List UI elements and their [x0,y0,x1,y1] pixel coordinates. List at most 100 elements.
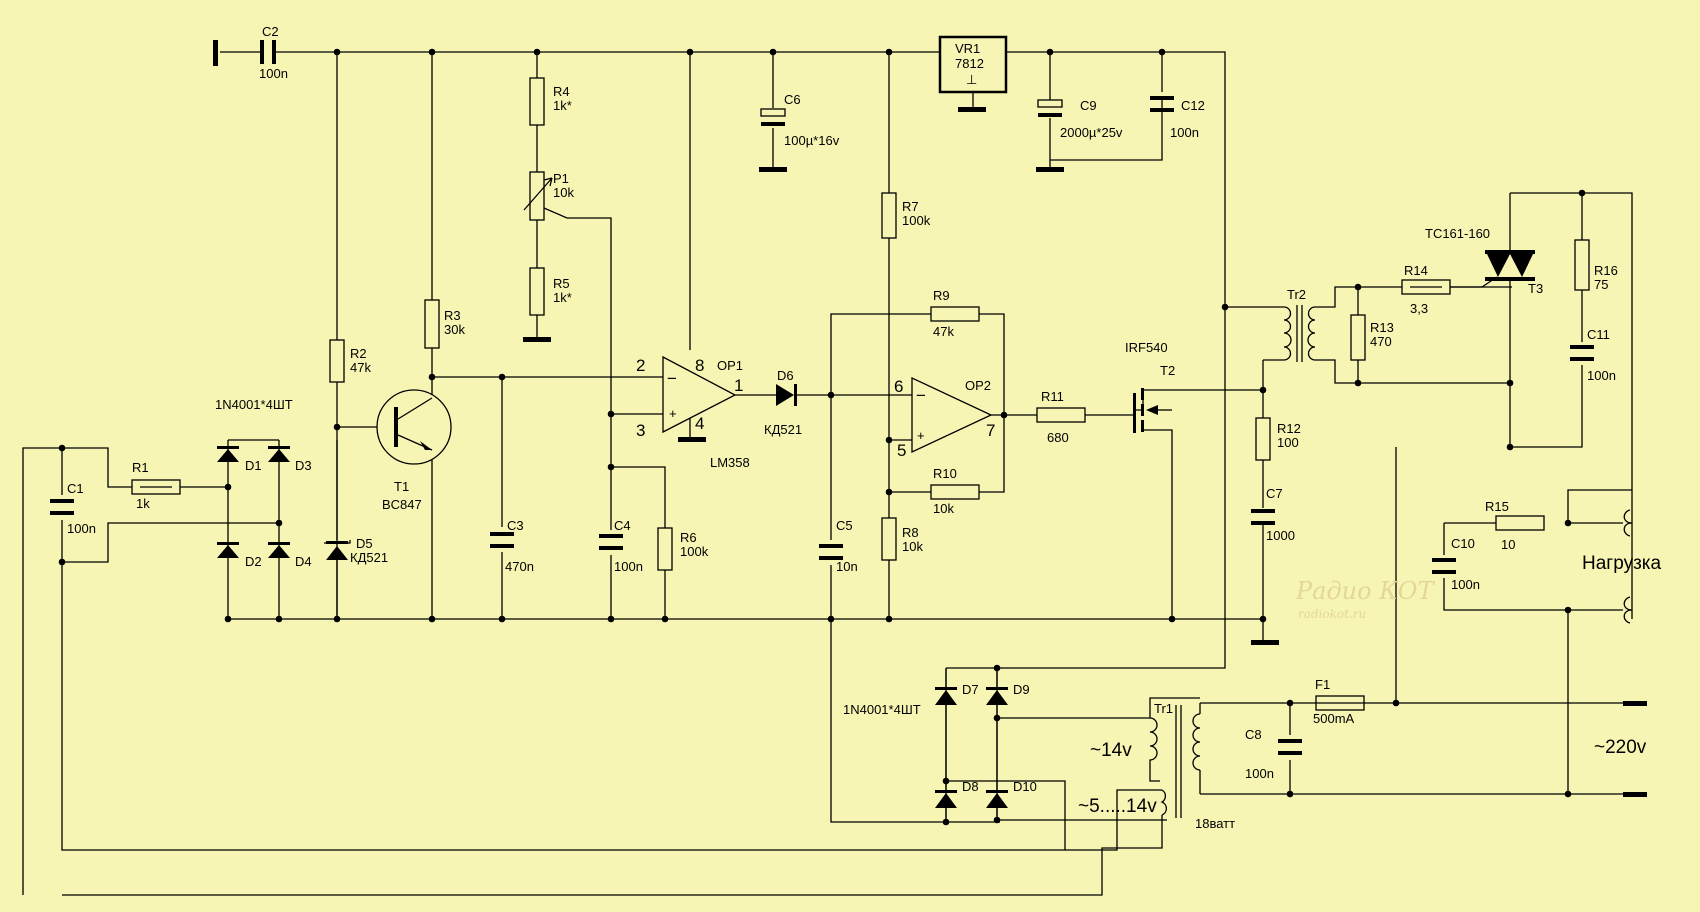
label-r3: R3 [444,308,461,323]
label-r2: R2 [350,346,367,361]
label-t2: T2 [1160,363,1175,378]
label-d5: D5 [356,536,373,551]
resistor-r8 [881,517,897,561]
value-c6: 100µ*16v [784,133,840,148]
label-bridge1: 1N4001*4ШТ [215,397,293,412]
value-r15: 10 [1501,537,1515,552]
resistor-r16 [1574,239,1590,291]
label-c2: C2 [262,24,279,39]
label-r7: R7 [902,199,919,214]
label-c6: C6 [784,92,801,107]
capacitor-c4 [599,534,623,550]
label-vr1: VR1 [955,41,980,56]
label-mains: ~220v [1594,737,1647,758]
label-bridge2: 1N4001*4ШТ [843,702,921,717]
value-c10: 100n [1451,577,1480,592]
regulator-vr1 [938,35,1008,107]
label-c3: C3 [507,518,524,533]
label-r5: R5 [553,276,570,291]
op1-minus: − [667,369,677,388]
label-tr2: Tr2 [1287,287,1306,302]
value-r4: 1k* [553,98,572,113]
value-c12: 100n [1170,125,1199,140]
pin-5: 5 [897,441,906,460]
diodes [217,384,1008,822]
label-r9: R9 [933,288,950,303]
label-d10: D10 [1013,779,1037,794]
capacitor-c2 [260,40,276,64]
label-r13: R13 [1370,320,1394,335]
value-r10: 10k [933,501,954,516]
resistor-r9 [930,306,980,322]
labels: C2 100n VR1 7812 ⊥ C6 100µ*16v C9 2000µ*… [67,24,1662,831]
capacitor-c7 [1251,509,1275,525]
value-c2: 100n [259,66,288,81]
opamp-op2 [911,376,993,454]
label-r15: R15 [1485,499,1509,514]
transformer-tr2 [1283,305,1316,362]
value-c7: 1000 [1266,528,1295,543]
capacitor-c3 [490,532,514,548]
label-c1: C1 [67,481,84,496]
label-c8: C8 [1245,727,1262,742]
label-t1: T1 [394,479,409,494]
capacitor-c11 [1570,345,1594,361]
label-d8: D8 [962,779,979,794]
ground-bars [213,40,1647,797]
label-r4: R4 [553,84,570,99]
resistor-r11 [1036,407,1086,423]
label-c9: C9 [1080,98,1097,113]
mosfet-t2 [1133,388,1172,433]
value-r14: 3,3 [1410,301,1428,316]
pin-4: 4 [695,414,704,433]
resistor-r4 [529,77,545,126]
value-c1: 100n [67,521,96,536]
value-c5: 10n [836,559,858,574]
watermark-logo: Радио КОТ [1295,577,1435,605]
value-t1: BC847 [382,497,422,512]
value-r6: 100k [680,544,709,559]
value-r13: 470 [1370,334,1392,349]
value-f1: 500mA [1313,711,1355,726]
resistor-r7 [881,192,897,239]
resistor-r12 [1255,417,1271,461]
label-r16: R16 [1594,263,1618,278]
label-c10: C10 [1451,536,1475,551]
pin-7: 7 [986,421,995,440]
label-c12: C12 [1181,98,1205,113]
value-r12: 100 [1277,435,1299,450]
value-r2: 47k [350,360,371,375]
label-d1: D1 [245,458,262,473]
label-op1: OP1 [717,358,743,373]
transformer-tr1 [1116,697,1201,818]
label-r10: R10 [933,466,957,481]
value-t3: ТС161-160 [1425,226,1490,241]
pin-3: 3 [636,421,645,440]
label-op2: OP2 [965,378,991,393]
label-r6: R6 [680,530,697,545]
pin-8: 8 [695,356,704,375]
value-r1: 1k [136,496,150,511]
label-ac14: ~14v [1090,740,1132,761]
pin-2: 2 [636,356,645,375]
value-c8: 100n [1245,766,1274,781]
value-r8: 10k [902,539,923,554]
label-r14: R14 [1404,263,1428,278]
resistor-r13 [1350,314,1366,361]
value-d5: КД521 [350,550,388,565]
watermark-url: radiokot.ru [1298,607,1366,621]
label-d4: D4 [295,554,312,569]
value-vr1: 7812 [955,56,984,71]
value-r11: 680 [1047,430,1069,445]
capacitor-c12 [1150,96,1174,112]
value-r3: 30k [444,322,465,337]
value-p1: 10k [553,185,574,200]
label-d7: D7 [962,682,979,697]
value-op1: LM358 [710,455,750,470]
value-r7: 100k [902,213,931,228]
pin-1: 1 [734,376,743,395]
label-t3: T3 [1528,281,1543,296]
label-d9: D9 [1013,682,1030,697]
junctions [58,48,1586,826]
wires [22,51,1633,896]
